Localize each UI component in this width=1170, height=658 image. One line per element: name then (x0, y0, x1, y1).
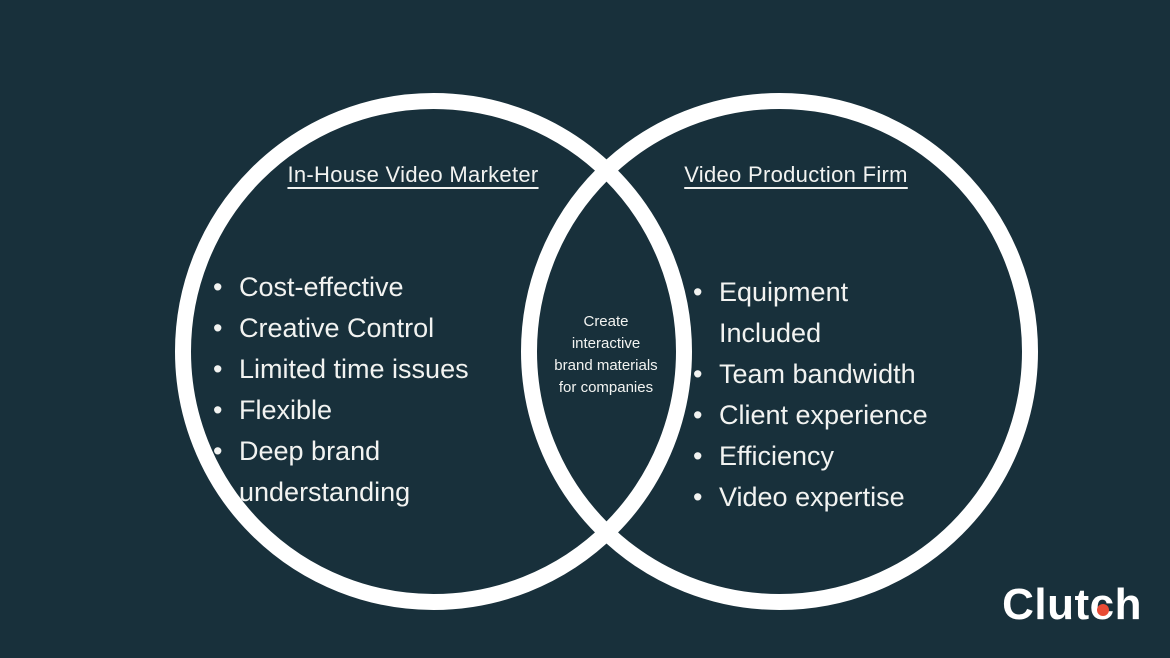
list-item: • Limited time issues (213, 349, 543, 390)
list-item: • Deep brand understanding (213, 431, 543, 513)
list-item: • Creative Control (213, 308, 543, 349)
bullet-icon: • (693, 359, 703, 389)
bullet-icon: • (693, 482, 703, 512)
list-item-label: Creative Control (239, 313, 435, 343)
logo-c-with-dot: c (1090, 580, 1115, 630)
list-item-label: Deep brand understanding (239, 436, 411, 507)
bullet-icon: • (693, 400, 703, 430)
list-item: • Flexible (213, 390, 543, 431)
list-item: • Client experience (693, 395, 943, 436)
intersection-line: for companies (558, 379, 654, 396)
list-item: • Team bandwidth (693, 354, 943, 395)
logo-text-part: Clut (1002, 580, 1090, 629)
logo-red-dot-icon (1096, 604, 1109, 616)
bullet-icon: • (213, 272, 223, 302)
list-item-label: Cost-effective (239, 272, 404, 302)
intersection-text: Create interactive brand materials for c… (516, 311, 696, 399)
list-item-label: Equipment Included (719, 277, 849, 348)
list-item-label: Efficiency (719, 441, 835, 471)
list-item: • Video expertise (693, 477, 943, 518)
bullet-icon: • (213, 354, 223, 384)
intersection-line: brand materials (554, 357, 658, 374)
list-item: • Efficiency (693, 436, 943, 477)
bullet-icon: • (693, 441, 703, 471)
left-circle-title: In-House Video Marketer (287, 162, 539, 187)
bullet-icon: • (693, 277, 703, 307)
bullet-icon: • (213, 313, 223, 343)
list-item-label: Video expertise (719, 482, 905, 512)
list-item-label: Limited time issues (239, 354, 469, 384)
logo-text-part: h (1114, 580, 1142, 629)
list-item-label: Client experience (719, 400, 928, 430)
list-item: • Cost-effective (213, 267, 543, 308)
list-item: • Equipment Included (693, 272, 943, 354)
bullet-icon: • (213, 436, 223, 466)
bullet-icon: • (213, 395, 223, 425)
intersection-line: interactive (571, 335, 641, 352)
right-circle-title: Video Production Firm (684, 162, 908, 187)
clutch-logo: Clutch (1002, 580, 1142, 630)
left-circle-list: • Cost-effective • Creative Control • Li… (213, 267, 543, 513)
intersection-line: Create (583, 313, 629, 330)
right-circle-list: • Equipment Included • Team bandwidth • … (693, 272, 943, 518)
list-item-label: Team bandwidth (719, 359, 916, 389)
list-item-label: Flexible (239, 395, 333, 425)
